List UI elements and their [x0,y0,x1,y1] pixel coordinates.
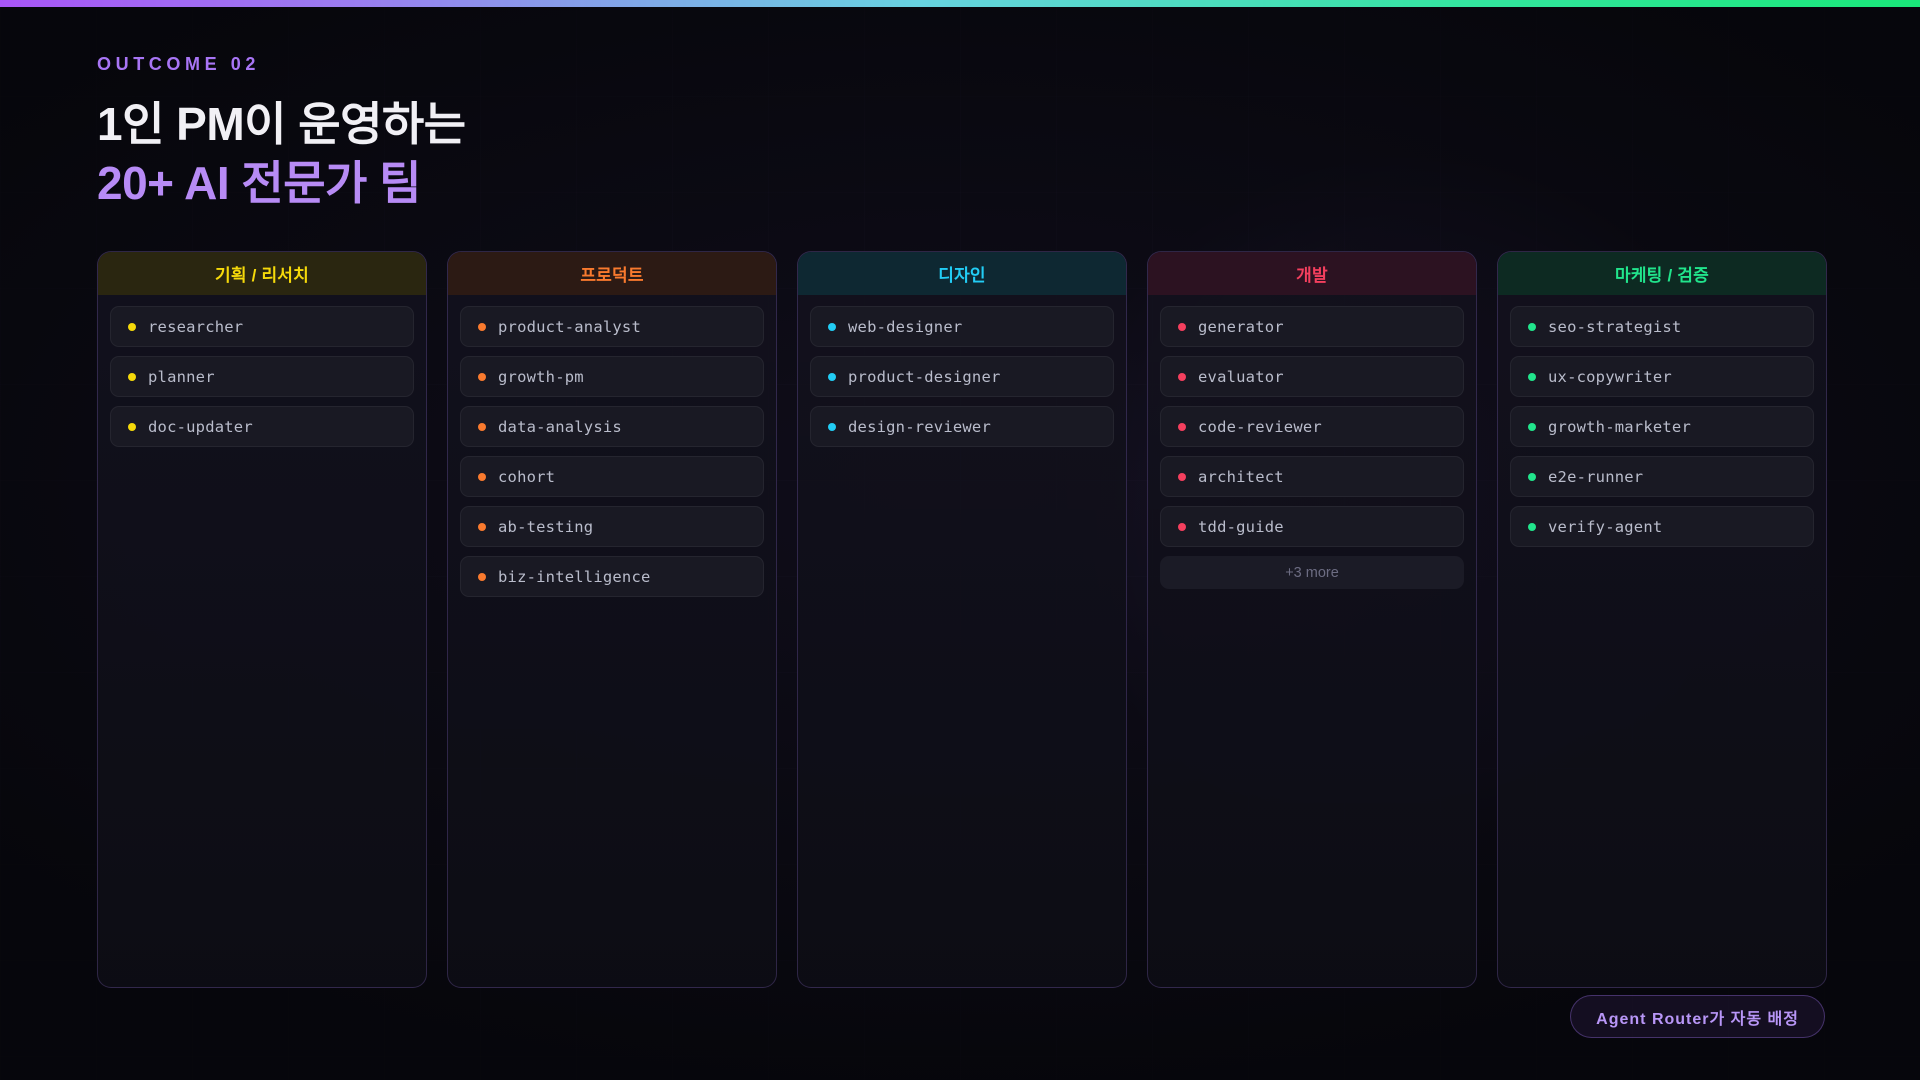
agent-item-label: code-reviewer [1198,417,1322,436]
status-dot-icon [1178,422,1186,431]
status-dot-icon [1528,522,1536,531]
agent-item[interactable]: seo-strategist [1510,306,1814,347]
agent-item-label: biz-intelligence [498,567,651,586]
agent-item-label: growth-pm [498,367,584,386]
status-dot-icon [828,322,836,331]
agent-item[interactable]: doc-updater [110,406,414,447]
agent-item-label: researcher [148,317,244,336]
agent-item[interactable]: code-reviewer [1160,406,1464,447]
status-dot-icon [1178,372,1186,381]
agent-column: 개발 generator evaluator code-reviewer archite… [1147,251,1477,988]
agent-columns: 기획 / 리서치 researcher planner doc-updater 프로덕트… [97,251,1827,988]
agent-item-label: product-designer [848,367,1001,386]
status-dot-icon [478,472,486,481]
agent-item[interactable]: researcher [110,306,414,347]
column-header: 마케팅 / 검증 [1498,252,1826,295]
column-header: 디자인 [798,252,1126,295]
header-block: OUTCOME 02 1인 PM이 운영하는 20+ AI 전문가 팀 [97,54,997,213]
agent-item[interactable]: ab-testing [460,506,764,547]
page-title-line-2: 20+ AI 전문가 팀 [97,156,421,209]
agent-item-label: doc-updater [148,417,253,436]
agent-item-label: verify-agent [1548,517,1663,536]
status-dot-icon [128,372,136,381]
agent-item-label: data-analysis [498,417,622,436]
agent-item-label: e2e-runner [1548,467,1644,486]
agent-item[interactable]: web-designer [810,306,1114,347]
agent-item-label: architect [1198,467,1284,486]
agent-item[interactable]: evaluator [1160,356,1464,397]
agent-item-label: tdd-guide [1198,517,1284,536]
agent-column: 마케팅 / 검증 seo-strategist ux-copywriter growt… [1497,251,1827,988]
agent-item-label: growth-marketer [1548,417,1691,436]
column-items: seo-strategist ux-copywriter growth-market… [1498,295,1826,559]
status-dot-icon [1528,422,1536,431]
status-dot-icon [1178,522,1186,531]
agent-item[interactable]: data-analysis [460,406,764,447]
agent-item-label: evaluator [1198,367,1284,386]
agent-item[interactable]: ux-copywriter [1510,356,1814,397]
agent-item[interactable]: generator [1160,306,1464,347]
status-dot-icon [1528,372,1536,381]
agent-item[interactable]: planner [110,356,414,397]
agent-column: 디자인 web-designer product-designer design-re… [797,251,1127,988]
agent-item[interactable]: biz-intelligence [460,556,764,597]
agent-router-badge[interactable]: Agent Router가 자동 배정 [1570,995,1825,1038]
kicker-label: OUTCOME 02 [97,54,261,74]
column-items: researcher planner doc-updater [98,295,426,459]
column-items: product-analyst growth-pm data-analysis coh… [448,295,776,609]
status-dot-icon [1178,322,1186,331]
column-items: generator evaluator code-reviewer architect… [1148,295,1476,601]
agent-item[interactable]: e2e-runner [1510,456,1814,497]
agent-item[interactable]: verify-agent [1510,506,1814,547]
status-dot-icon [128,322,136,331]
agent-item-label: planner [148,367,215,386]
status-dot-icon [828,422,836,431]
agent-column: 기획 / 리서치 researcher planner doc-updater [97,251,427,988]
status-dot-icon [1528,472,1536,481]
agent-item-label: ux-copywriter [1548,367,1672,386]
status-dot-icon [478,422,486,431]
agent-item[interactable]: growth-marketer [1510,406,1814,447]
agent-item-label: product-analyst [498,317,641,336]
status-dot-icon [1178,472,1186,481]
status-dot-icon [478,372,486,381]
column-header: 기획 / 리서치 [98,252,426,295]
agent-item[interactable]: growth-pm [460,356,764,397]
column-header: 개발 [1148,252,1476,295]
agent-item-label: design-reviewer [848,417,991,436]
agent-item-label: ab-testing [498,517,594,536]
status-dot-icon [478,572,486,581]
agent-item[interactable]: tdd-guide [1160,506,1464,547]
agent-item[interactable]: product-analyst [460,306,764,347]
agent-item-label: web-designer [848,317,963,336]
agent-item-label: seo-strategist [1548,317,1682,336]
status-dot-icon [1528,322,1536,331]
top-gradient-bar [0,0,1920,7]
agent-item[interactable]: design-reviewer [810,406,1114,447]
agent-column: 프로덕트 product-analyst growth-pm data-analysi… [447,251,777,988]
agent-item-label: cohort [498,467,556,486]
status-dot-icon [128,422,136,431]
show-more-row[interactable]: +3 more [1160,556,1464,589]
agent-item-label: generator [1198,317,1284,336]
status-dot-icon [478,322,486,331]
column-header: 프로덕트 [448,252,776,295]
agent-item[interactable]: product-designer [810,356,1114,397]
agent-item[interactable]: cohort [460,456,764,497]
status-dot-icon [828,372,836,381]
agent-item[interactable]: architect [1160,456,1464,497]
status-dot-icon [478,522,486,531]
page-title-line-1: 1인 PM이 운영하는 [97,98,466,150]
column-items: web-designer product-designer design-revie… [798,295,1126,459]
